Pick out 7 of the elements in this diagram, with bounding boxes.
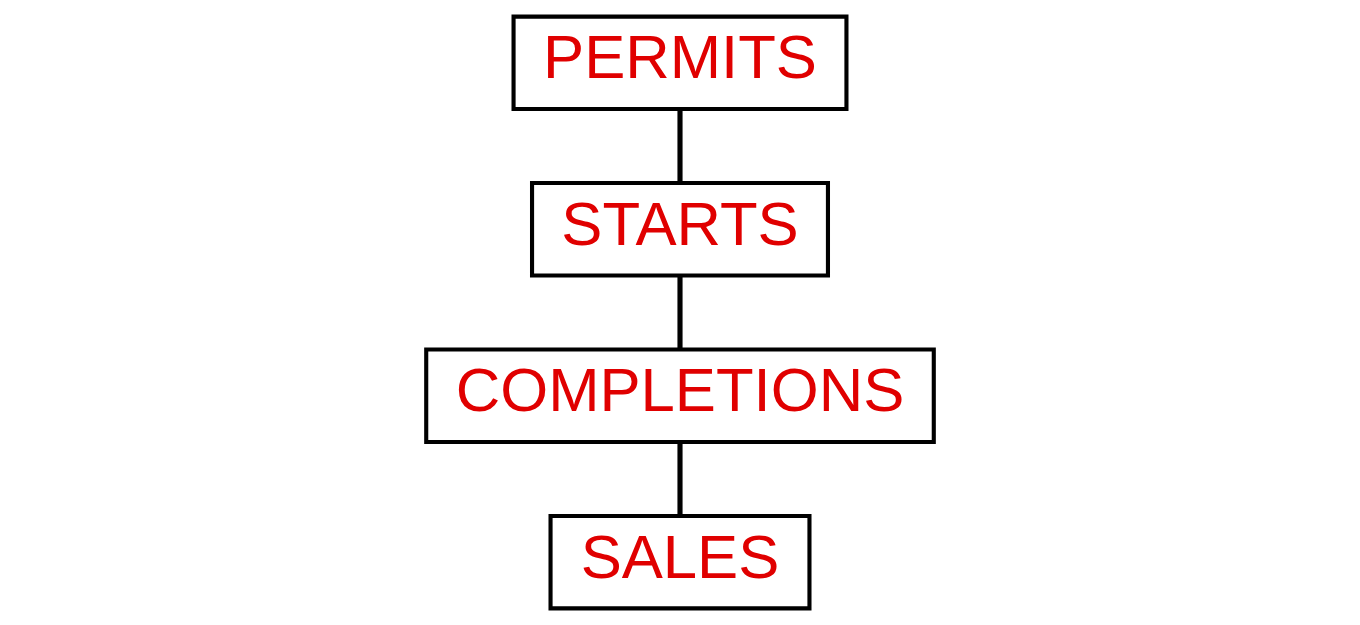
- node-box: PERMITS: [511, 14, 849, 112]
- connector: [677, 109, 683, 183]
- connector: [677, 442, 683, 516]
- node-box: STARTS: [530, 181, 830, 278]
- connector: [677, 275, 683, 350]
- node-box: COMPLETIONS: [424, 347, 936, 444]
- node-box: SALES: [548, 513, 812, 611]
